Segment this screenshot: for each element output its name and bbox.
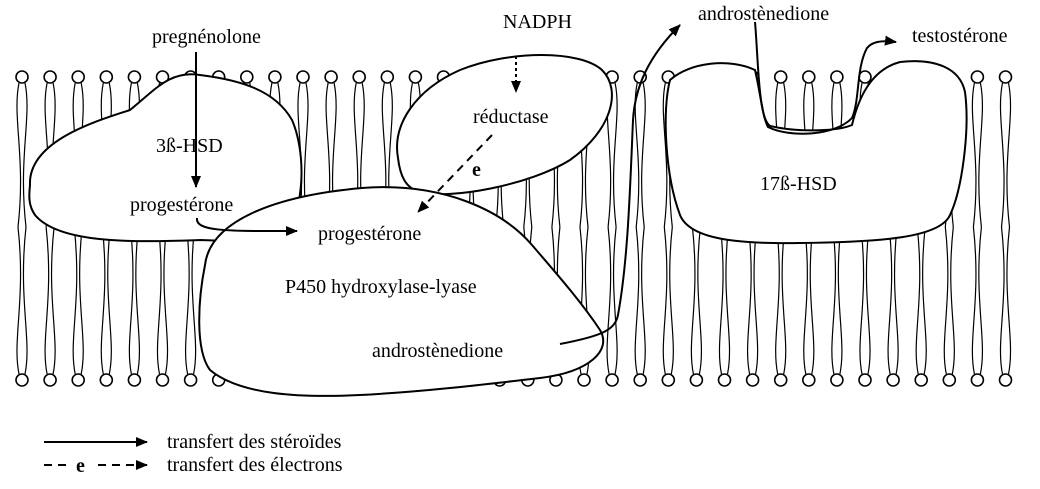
enzyme-17b-hsd-shape <box>666 61 967 243</box>
label-p450: P450 hydroxylase-lyase <box>285 276 477 298</box>
label-nadph: NADPH <box>503 11 572 33</box>
label-testosterone: testostérone <box>912 25 1008 47</box>
label-reductase: réductase <box>473 106 549 128</box>
label-electron: e <box>472 159 481 181</box>
label-androstenedione-top: androstènedione <box>698 3 829 25</box>
legend-electron-symbol: e <box>76 455 85 477</box>
legend-steroid-transfer: transfert des stéroïdes <box>167 431 342 453</box>
lipid-molecule <box>606 71 618 386</box>
label-progesterone-p450: progestérone <box>318 223 421 245</box>
lipid-molecule <box>16 71 28 386</box>
label-3b-hsd: 3ß-HSD <box>156 135 223 157</box>
label-17b-hsd: 17ß-HSD <box>760 173 837 195</box>
legend: transfert des stéroïdes e transfert des … <box>44 431 343 477</box>
lipid-molecule <box>634 71 646 386</box>
label-pregnenolone: pregnénolone <box>152 26 261 48</box>
label-androstenedione-bottom: androstènedione <box>372 340 503 362</box>
lipid-molecule <box>1000 71 1012 386</box>
legend-electron-transfer: transfert des électrons <box>167 454 343 476</box>
lipid-molecule <box>971 71 983 386</box>
label-progesterone-3b-hsd: progestérone <box>130 194 233 216</box>
